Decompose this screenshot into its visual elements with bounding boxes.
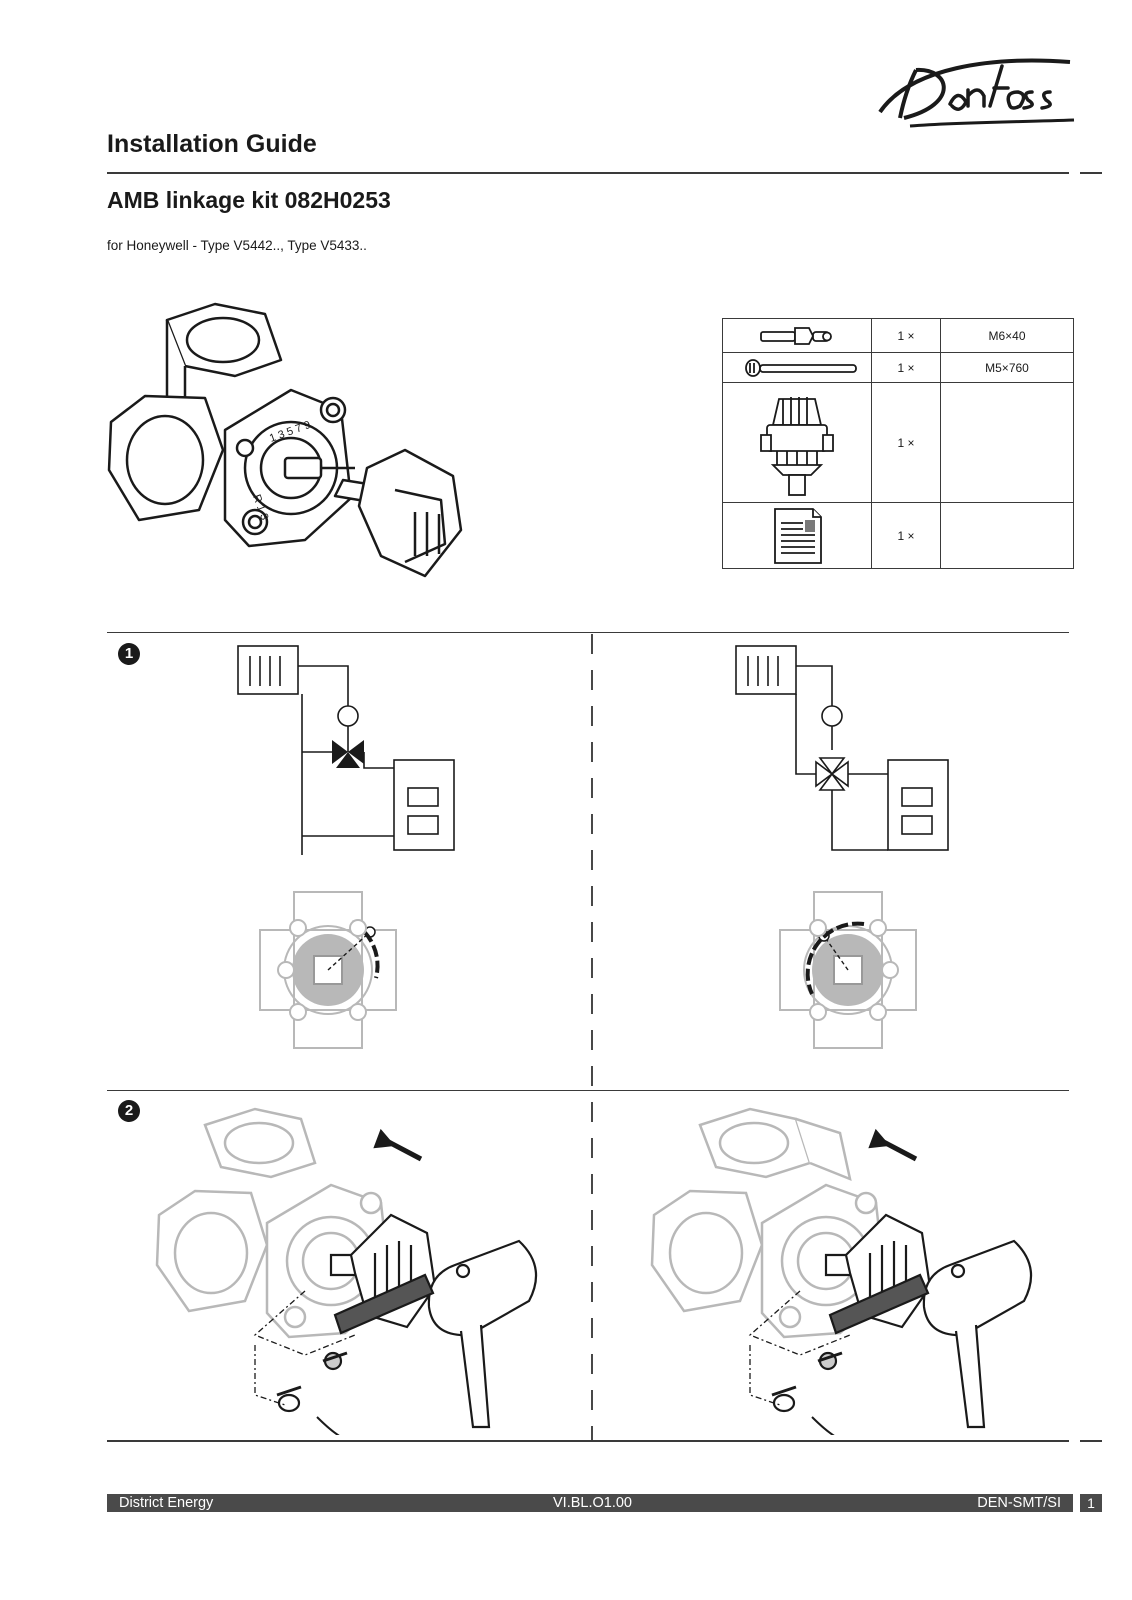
footer-division: District Energy <box>119 1495 214 1511</box>
document-subtitle: AMB linkage kit 082H0253 <box>107 187 391 213</box>
section-rule <box>107 1090 1069 1091</box>
footer-department: DEN-SMT/SI <box>977 1495 1061 1511</box>
parts-row-icon-cell <box>722 318 872 353</box>
parts-row-spec: M5×760 <box>940 352 1074 383</box>
document-instructions-icon <box>774 507 822 564</box>
title-rule <box>107 172 1069 174</box>
step-number-1: 1 <box>118 643 140 665</box>
valve-assembly-illustration: 1 3 5 7 9 R 1 3 <box>107 302 463 578</box>
valve-position-dial-right <box>779 891 917 1049</box>
assembly-illustration-right <box>650 1107 1033 1435</box>
parts-row: 1 × <box>722 502 1074 569</box>
parts-row-qty: 1 × <box>871 318 941 353</box>
valve-position-dial-left <box>259 891 397 1049</box>
parts-row-icon-cell <box>722 352 872 383</box>
section-rule <box>107 632 1069 633</box>
danfoss-logo <box>878 58 1075 128</box>
parts-list-table: 1 × M6×40 1 × M5×760 <box>722 318 1074 569</box>
circuit-schematic-diverting <box>237 645 455 855</box>
parts-row-qty: 1 × <box>871 382 941 503</box>
assembly-illustration-left <box>155 1107 538 1435</box>
parts-row-icon-cell <box>722 382 872 503</box>
step-number-2: 2 <box>118 1100 140 1122</box>
screw-with-nut-icon <box>760 326 832 345</box>
title-rule-right <box>1080 172 1102 174</box>
long-bolt-icon <box>745 358 857 377</box>
parts-row: 1 × M6×40 <box>722 318 1074 353</box>
section-rule-right <box>1080 1440 1102 1442</box>
footer-bar: District Energy VI.BL.O1.00 DEN-SMT/SI <box>107 1494 1073 1512</box>
parts-row-qty: 1 × <box>871 352 941 383</box>
adapter-coupling-icon <box>760 396 834 496</box>
parts-row-spec <box>940 382 1074 503</box>
circuit-schematic-mixing <box>735 645 949 851</box>
section-rule <box>107 1440 1069 1442</box>
footer-doc-code: VI.BL.O1.00 <box>553 1495 632 1511</box>
document-title: Installation Guide <box>107 130 317 158</box>
parts-row-spec <box>940 502 1074 569</box>
parts-row-icon-cell <box>722 502 872 569</box>
parts-row-spec: M6×40 <box>940 318 1074 353</box>
document-description: for Honeywell - Type V5442.., Type V5433… <box>107 238 367 253</box>
page-number: 1 <box>1080 1494 1102 1512</box>
column-divider <box>591 634 593 1440</box>
parts-row: 1 × M5×760 <box>722 352 1074 383</box>
parts-row-qty: 1 × <box>871 502 941 569</box>
parts-row: 1 × <box>722 382 1074 503</box>
